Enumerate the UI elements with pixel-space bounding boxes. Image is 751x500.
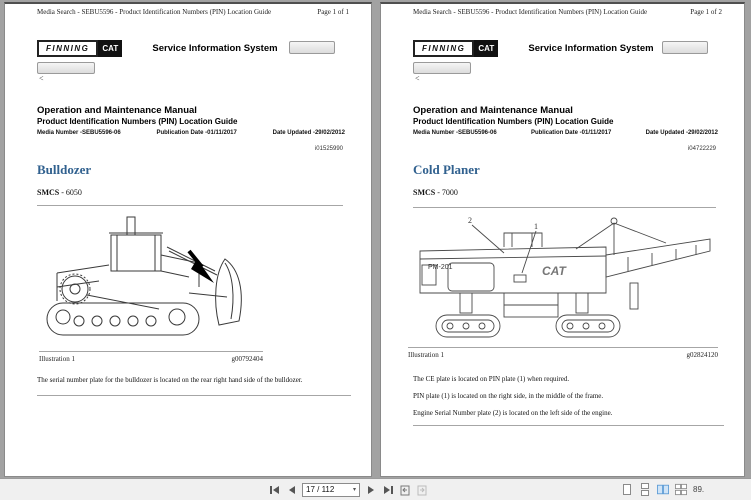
cat-logo-text: CAT	[474, 40, 499, 57]
illustration-caption: Illustration 1	[408, 351, 444, 359]
document-meta-block: Operation and Maintenance Manual Product…	[37, 105, 345, 136]
body-paragraph: Engine Serial Number plate (2) is locate…	[413, 409, 613, 417]
sis-title: Service Information System	[528, 43, 654, 54]
page-number-label: Page 1 of 1	[317, 8, 349, 16]
divider	[408, 347, 718, 348]
callout-2: 2	[468, 216, 472, 225]
graphic-id: g02824120	[686, 351, 719, 359]
last-page-icon[interactable]	[382, 484, 394, 496]
header-action-button[interactable]	[289, 41, 335, 54]
facing-continuous-view-icon[interactable]	[675, 483, 687, 496]
logo-button[interactable]	[37, 62, 95, 74]
body-paragraph: The serial number plate for the bulldoze…	[37, 376, 303, 384]
facing-view-icon-active[interactable]	[657, 484, 669, 496]
date-updated: Date Updated -29/02/2012	[645, 130, 718, 136]
header-action-button[interactable]	[662, 41, 708, 54]
smcs-code: SMCS - 6050	[37, 188, 82, 197]
finning-logo-text: FINNING	[413, 40, 475, 57]
body-paragraph: PIN plate (1) is located on the right si…	[413, 392, 604, 400]
continuous-view-icon[interactable]	[639, 483, 651, 496]
divider	[37, 205, 343, 206]
media-number: Media Number -SEBU5596-06	[413, 130, 497, 136]
publication-date: Publication Date -01/11/2017	[156, 130, 237, 136]
illustration-block: PM-201 CAT 2 1 Illustration 1 g02824120	[408, 213, 718, 359]
divider	[413, 207, 716, 208]
first-page-icon[interactable]	[268, 484, 280, 496]
doc-id: i01525990	[314, 146, 343, 152]
doc-id: i04722229	[687, 146, 716, 152]
logo-button[interactable]	[413, 62, 471, 74]
body-paragraph: The CE plate is located on PIN plate (1)…	[413, 375, 570, 383]
document-meta-block: Operation and Maintenance Manual Product…	[413, 105, 718, 136]
smcs-value: - 7000	[435, 188, 458, 197]
next-page-icon[interactable]	[365, 484, 377, 496]
media-number: Media Number -SEBU5596-06	[37, 130, 121, 136]
finning-cat-logo: FINNING CAT	[413, 40, 499, 57]
smcs-label: SMCS	[37, 188, 60, 197]
doc-subtitle: Product Identification Numbers (PIN) Loc…	[413, 117, 614, 126]
bulldozer-illustration	[46, 216, 242, 336]
page-header: Media Search - SEBU5596 - Product Identi…	[37, 8, 349, 16]
illustration-caption: Illustration 1	[39, 355, 75, 363]
sis-title: Service Information System	[152, 43, 278, 54]
page-dropdown-icon[interactable]: ▾	[352, 487, 356, 493]
doc-subtitle: Product Identification Numbers (PIN) Loc…	[37, 117, 238, 126]
back-link[interactable]: <	[415, 74, 420, 83]
cat-brand-label: CAT	[542, 264, 567, 278]
document-page-left: Media Search - SEBU5596 - Product Identi…	[4, 2, 372, 477]
finning-cat-logo: FINNING CAT	[37, 40, 123, 57]
smcs-code: SMCS - 7000	[413, 188, 458, 197]
document-page-right: Media Search - SEBU5596 - Product Identi…	[380, 2, 745, 477]
date-updated: Date Updated -29/02/2012	[272, 130, 345, 136]
divider	[37, 395, 351, 396]
divider	[413, 425, 724, 426]
page-header: Media Search - SEBU5596 - Product Identi…	[413, 8, 722, 16]
manual-title: Operation and Maintenance Manual	[37, 105, 197, 116]
finning-logo-text: FINNING	[37, 40, 99, 57]
graphic-id: g00792404	[231, 355, 264, 363]
back-link[interactable]: <	[39, 74, 44, 83]
page-number-input[interactable]	[306, 483, 346, 496]
section-heading: Bulldozer	[37, 162, 92, 177]
viewer-toolbar: ▾	[0, 478, 751, 500]
serial-plate-arrow	[187, 249, 214, 283]
previous-view-icon[interactable]	[399, 484, 411, 496]
publication-date: Publication Date -01/11/2017	[530, 130, 612, 136]
page-number-field: ▾	[302, 482, 360, 497]
cold-planer-illustration: PM-201 CAT 2 1	[419, 216, 711, 338]
smcs-label: SMCS	[413, 188, 436, 197]
next-view-icon[interactable]	[416, 484, 428, 496]
section-heading: Cold Planer	[413, 162, 480, 177]
header-title: Media Search - SEBU5596 - Product Identi…	[413, 8, 648, 16]
zoom-level-label: 89.	[693, 485, 705, 494]
page-number-label: Page 1 of 2	[690, 8, 722, 16]
single-page-view-icon[interactable]	[621, 484, 633, 496]
machine-model-label: PM-201	[428, 264, 453, 271]
previous-page-icon[interactable]	[285, 484, 297, 496]
smcs-value: - 6050	[59, 188, 82, 197]
divider	[39, 351, 263, 352]
header-title: Media Search - SEBU5596 - Product Identi…	[37, 8, 272, 16]
cat-logo-text: CAT	[98, 40, 123, 57]
callout-1: 1	[534, 222, 538, 231]
manual-title: Operation and Maintenance Manual	[413, 105, 573, 116]
illustration-block: Illustration 1 g00792404	[39, 209, 263, 363]
